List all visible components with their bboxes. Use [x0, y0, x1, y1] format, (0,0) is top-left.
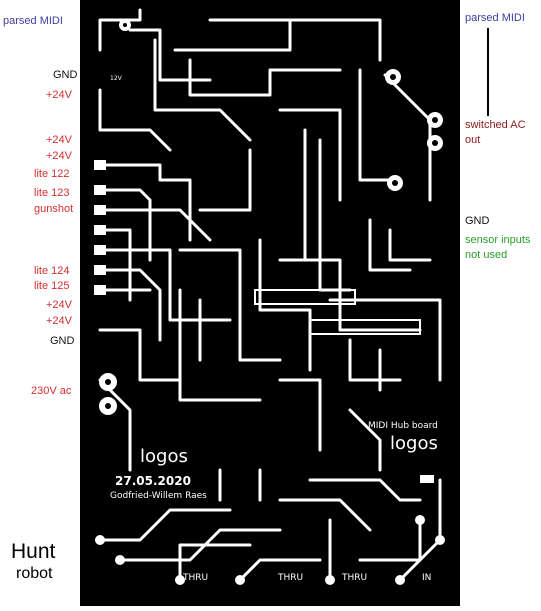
label-out: out	[465, 134, 481, 146]
label-lite-125: lite 125	[34, 280, 70, 292]
label-sensor-inputs: sensor inputs	[465, 234, 531, 246]
pcb-traces: 12V logos logos 27.05.2020 Godfried-Will…	[80, 0, 460, 606]
pcb-connector-thru-3: THRU	[341, 573, 367, 583]
label-not-used: not used	[465, 249, 508, 261]
label-lite-123: lite 123	[34, 187, 70, 199]
pcb-author: Godfried-Willem Raes	[110, 491, 207, 501]
label-24v-4: +24V	[46, 299, 72, 311]
label-gunshot: gunshot	[34, 203, 74, 215]
label-parsed-midi-right: parsed MIDI	[465, 12, 525, 24]
pcb-board: 12V logos logos 27.05.2020 Godfried-Will…	[80, 0, 460, 606]
label-24v-5: +24V	[46, 315, 72, 327]
label-gnd-right: GND	[465, 215, 490, 227]
pcb-board-name: MIDI Hub board	[368, 421, 438, 431]
pcb-connector-in: IN	[422, 573, 431, 583]
pcb-date: 27.05.2020	[115, 474, 191, 488]
pcb-logo-right: logos	[390, 433, 438, 454]
pcb-connector-thru-2: THRU	[277, 573, 303, 583]
label-lite-122: lite 122	[34, 168, 70, 180]
pcb-logo-left: logos	[140, 446, 188, 467]
annotation-line	[487, 28, 489, 116]
label-24v-1: +24V	[46, 89, 72, 101]
title-robot: robot	[16, 565, 53, 582]
label-gnd-top: GND	[53, 69, 78, 81]
label-230v-ac: 230V ac	[31, 385, 72, 397]
label-switched-ac: switched AC	[465, 119, 526, 131]
label-lite-124: lite 124	[34, 265, 70, 277]
title-hunt: Hunt	[11, 540, 56, 563]
label-24v-3: +24V	[46, 150, 72, 162]
pcb-connector-thru-1: THRU	[182, 573, 208, 583]
label-24v-2: +24V	[46, 134, 72, 146]
label-parsed-midi-left: parsed MIDI	[3, 15, 63, 27]
label-gnd-bottom: GND	[50, 335, 75, 347]
pcb-version-text: 12V	[110, 75, 123, 82]
